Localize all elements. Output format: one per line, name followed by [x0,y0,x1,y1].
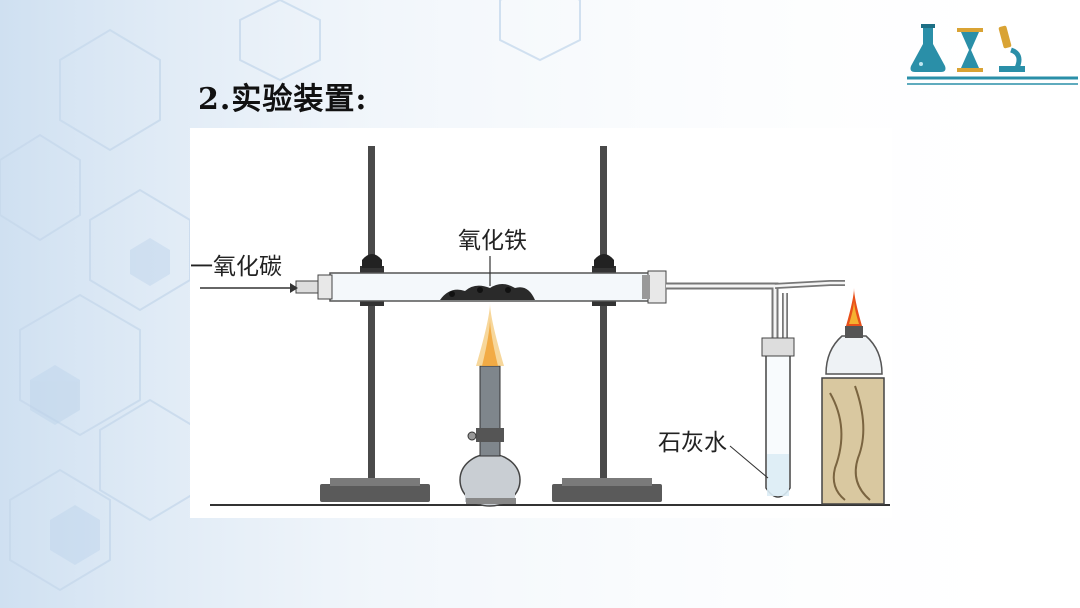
limewater-test-tube [729,337,795,498]
label-limewater: 石灰水 [658,430,727,456]
experiment-apparatus-diagram: 一氧化碳 氧化铁 石灰水 [190,128,892,518]
slide-title: 2.实验装置: [198,82,368,117]
iron-oxide-powder [440,256,535,300]
microscope-icon [998,25,1025,72]
right-iron-stand [552,146,662,502]
label-iron-oxide: 氧化铁 [458,228,527,254]
flask-icon [910,24,946,72]
gas-inlet-arrow [200,283,298,293]
tail-gas-lamp [821,288,885,505]
alcohol-burner [459,303,521,507]
left-iron-stand [320,146,430,502]
label-carbon-monoxide: 一氧化碳 [190,254,282,280]
header-decoration [907,24,1078,85]
hourglass-icon [957,28,983,72]
